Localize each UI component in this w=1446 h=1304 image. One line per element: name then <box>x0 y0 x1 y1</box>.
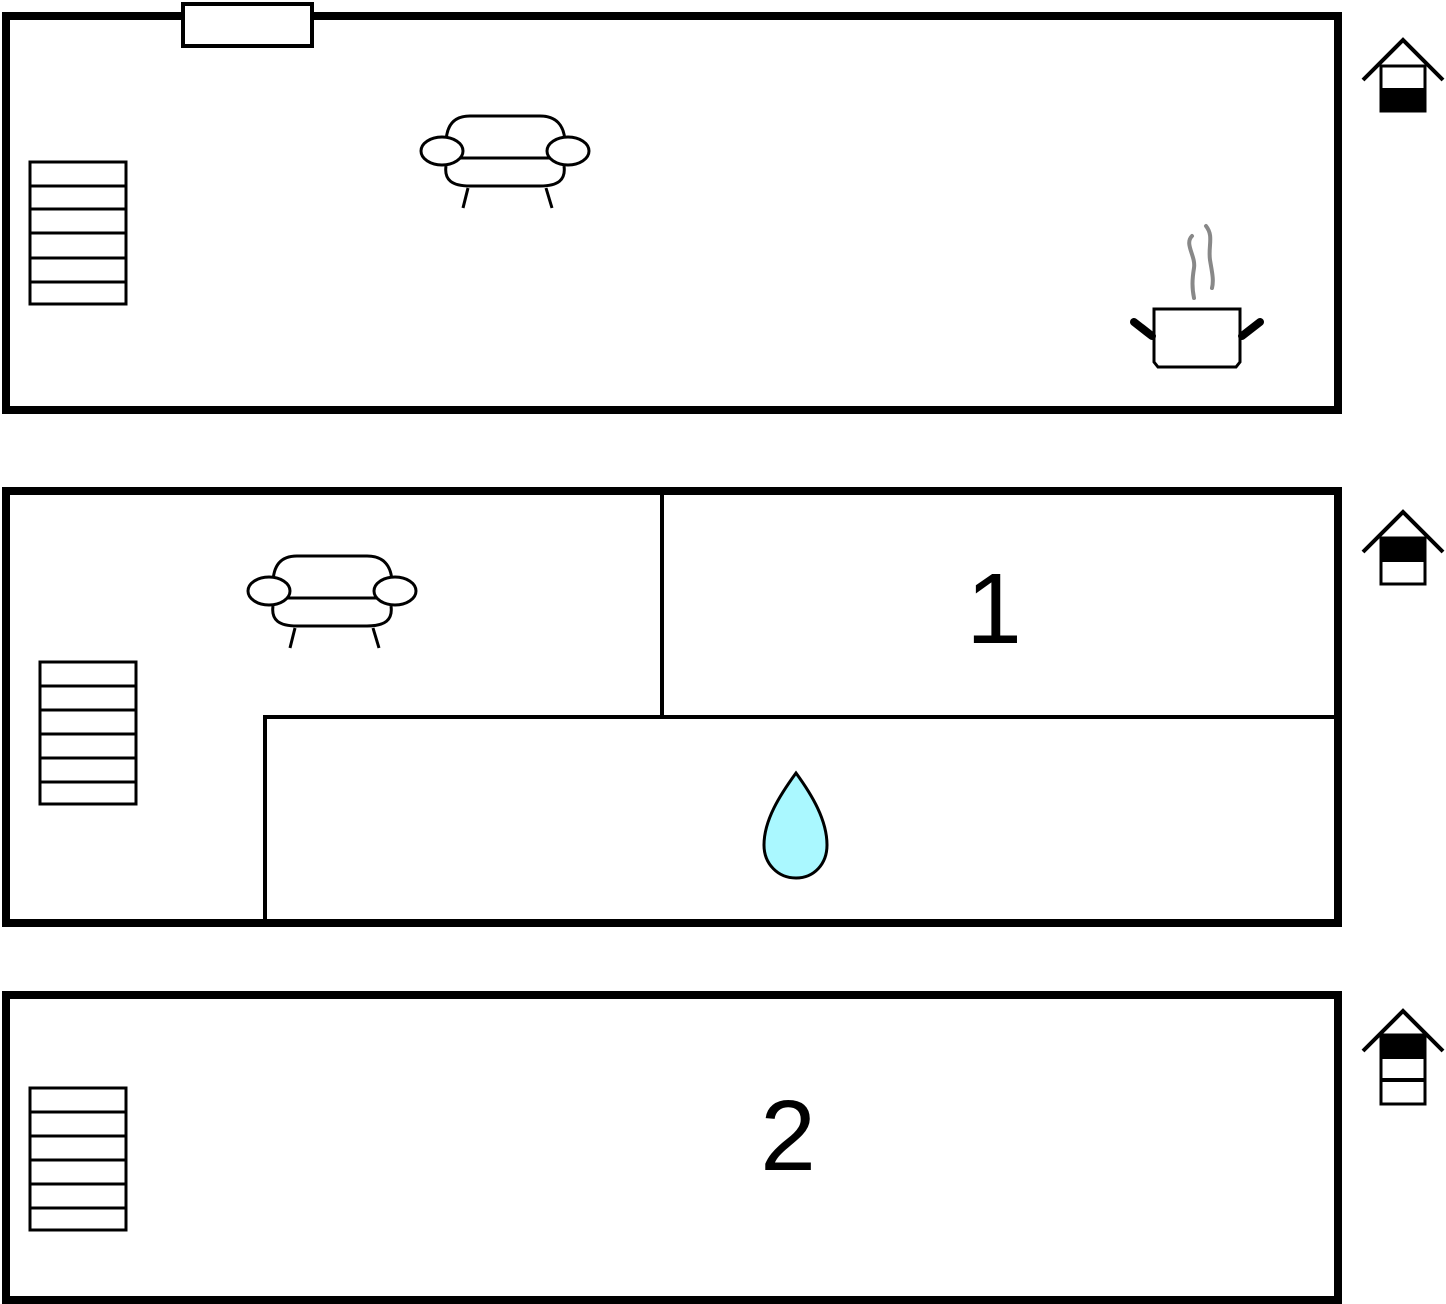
floor-ground-outline <box>2 12 1342 414</box>
sofa-icon <box>246 554 418 649</box>
stairs-icon <box>28 160 128 306</box>
window-icon <box>181 2 314 48</box>
stairs-icon <box>38 660 138 806</box>
floor-first-outline <box>2 487 1342 927</box>
water-drop-icon <box>762 770 829 880</box>
bedroom-label: 1 <box>966 553 1022 665</box>
floor-indicator-ground-icon <box>1361 37 1445 113</box>
cooking-pot-icon <box>1130 224 1264 369</box>
floor-second: 2 <box>2 991 1342 1304</box>
sofa-icon <box>419 114 591 209</box>
inner-wall <box>263 715 1338 923</box>
bedroom-label: 2 <box>760 1080 816 1192</box>
floor-ground <box>2 2 1342 414</box>
stairs-icon <box>28 1086 128 1232</box>
floor-first: 1 <box>2 487 1342 927</box>
floor-indicator-second-icon <box>1361 1008 1445 1106</box>
floor-indicator-first-icon <box>1361 509 1445 586</box>
floor-second-outline <box>2 991 1342 1304</box>
